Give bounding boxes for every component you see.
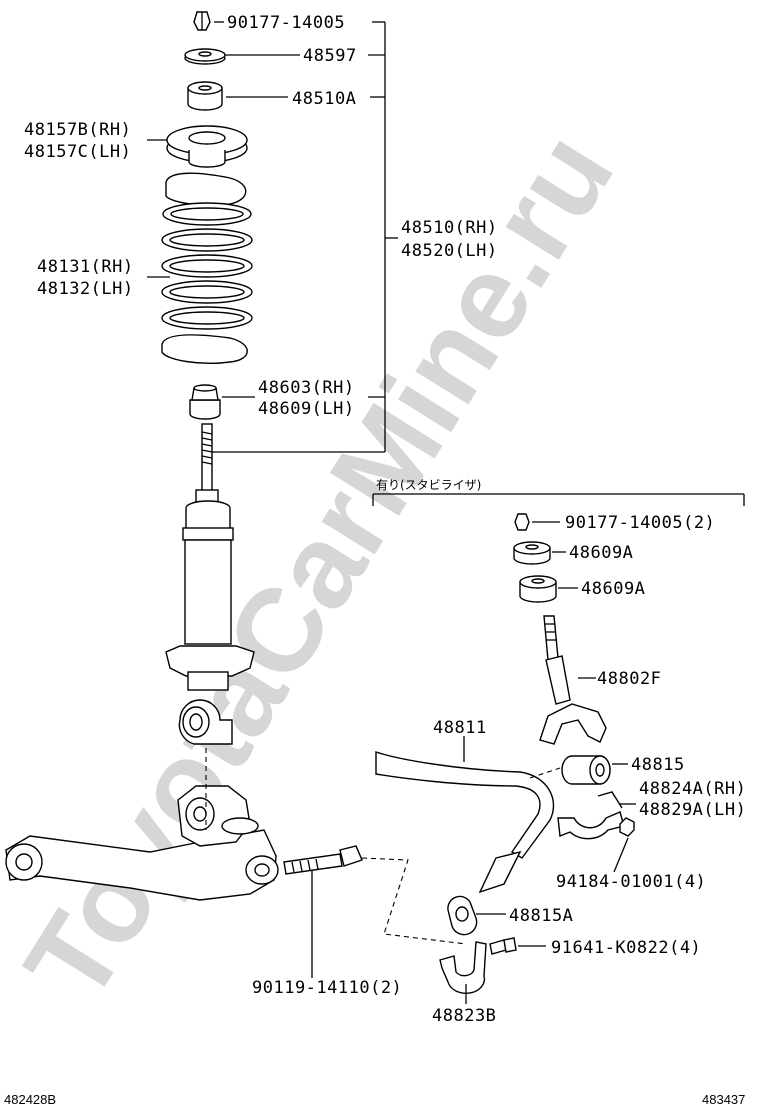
stabilizer-link-part <box>539 615 607 745</box>
label-bar: 48811 <box>433 718 487 738</box>
label-shock-lh: 48520(LH) <box>401 241 498 261</box>
label-bush-a: 48609A <box>569 543 633 563</box>
label-washer: 48597 <box>303 46 357 66</box>
label-nut-small: 94184-01001(4) <box>556 872 706 892</box>
bracket-nut-part <box>613 817 635 873</box>
washer-part <box>184 48 226 65</box>
leader-lines-upper <box>147 21 398 453</box>
label-bumper-lh: 48609(LH) <box>258 399 355 419</box>
end-bracket-part <box>439 941 487 1004</box>
label-stabilizer-note: 有り(スタビライザ) <box>376 478 481 492</box>
label-bolt-arm: 90119-14110(2) <box>252 978 402 998</box>
shock-absorber-part <box>165 423 255 745</box>
label-nut-stab: 90177-14005(2) <box>565 513 715 533</box>
label-bracket-rh: 48824A(RH) <box>639 779 746 799</box>
lower-arm-part <box>5 785 279 901</box>
end-bushing-part <box>447 895 506 936</box>
label-bush-b: 48609A <box>581 579 645 599</box>
bar-bushing-part <box>561 755 628 785</box>
coil-spring-part <box>161 172 253 364</box>
label-bolt-small: 91641-K0822(4) <box>551 938 701 958</box>
small-bolt-part <box>489 937 546 955</box>
link-bushing-upper-part <box>513 541 566 565</box>
label-mount: 48510A <box>292 89 356 109</box>
label-bracket-lh: 48829A(LH) <box>639 800 746 820</box>
label-link: 48802F <box>597 669 661 689</box>
stabilizer-bracket-frame <box>372 493 745 506</box>
stabilizer-bar-part <box>375 736 555 894</box>
label-shock-rh: 48510(RH) <box>401 218 498 238</box>
label-spring-lh: 48132(LH) <box>37 279 134 299</box>
stabilizer-nut-part <box>514 513 560 531</box>
label-bumper-rh: 48603(RH) <box>258 378 355 398</box>
watermark: ToyotaCarMine.ru <box>0 111 639 1024</box>
label-bar-bush: 48815 <box>631 755 685 775</box>
label-end-bracket: 48823B <box>432 1006 496 1026</box>
bump-stopper-part <box>189 384 221 420</box>
footer-left-code: 482428B <box>4 1092 56 1107</box>
mount-part <box>187 81 223 111</box>
label-spring-rh: 48131(RH) <box>37 257 134 277</box>
dashed-guides-stabilizer <box>361 767 561 945</box>
label-seat-rh: 48157B(RH) <box>24 120 131 140</box>
link-bushing-lower-part <box>519 575 578 603</box>
label-end-bush: 48815A <box>509 906 573 926</box>
arm-bolt-part <box>283 845 363 978</box>
label-nut-top: 90177-14005 <box>227 13 345 33</box>
top-nut-part <box>193 11 211 31</box>
footer-right-code: 483437 <box>702 1092 745 1107</box>
label-seat-lh: 48157C(LH) <box>24 142 131 162</box>
bar-bracket-part <box>557 791 636 840</box>
spring-seat-part <box>166 125 248 168</box>
